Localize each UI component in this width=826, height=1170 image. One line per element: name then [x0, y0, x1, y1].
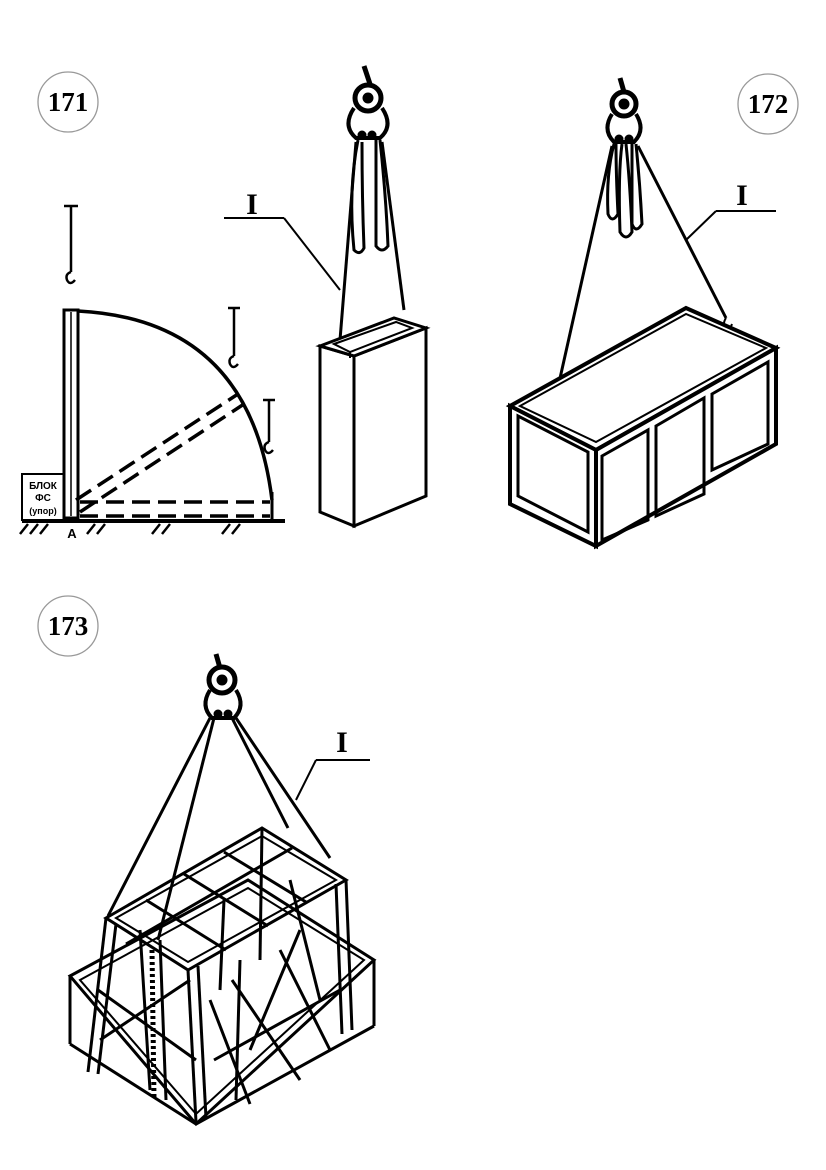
figure-172: 172 I [505, 73, 799, 550]
sling-label-group-173: I [295, 726, 370, 801]
crane-hook-main-173 [203, 653, 243, 720]
figure-number-badge-172: 172 [737, 73, 799, 135]
container-module-172 [505, 305, 781, 550]
crane-hook-3 [263, 398, 275, 455]
figure-number-173: 173 [48, 611, 89, 641]
sling-ropes-173 [106, 717, 332, 941]
figure-number-171: 171 [48, 87, 89, 117]
pivot-label: А [67, 526, 77, 541]
sling-label-172: I [736, 179, 748, 212]
wall-panel-171 [315, 316, 431, 529]
sling-label-173: I [336, 726, 348, 759]
figure-171: 171 БЛОК ФС (упор) А [19, 65, 431, 541]
block-label-line3: (упор) [29, 506, 56, 516]
dashed-positions [75, 392, 270, 518]
crane-hook-1 [64, 204, 78, 285]
sling-label-171: I [246, 188, 258, 221]
steel-frame-cage-173 [67, 826, 377, 1127]
sling-label-group-171: I [224, 188, 341, 291]
rotation-arc [77, 309, 274, 501]
crane-hook-main-172 [605, 77, 643, 144]
sling-ropes-171 [338, 139, 406, 341]
crane-hook-main-171 [346, 65, 390, 140]
block-label-line2: ФС [35, 493, 51, 504]
ground-line [19, 519, 285, 535]
column-upright [62, 308, 80, 520]
crane-hook-2 [228, 306, 240, 369]
figure-173: 173 I [37, 595, 377, 1127]
block-label-line1: БЛОК [29, 481, 58, 492]
figure-number-172: 172 [748, 89, 789, 119]
figure-number-badge-171: 171 [37, 71, 99, 133]
sling-label-group-172: I [685, 179, 776, 241]
stop-block-fs: БЛОК ФС (упор) [21, 473, 65, 521]
figure-number-badge-173: 173 [37, 595, 99, 657]
